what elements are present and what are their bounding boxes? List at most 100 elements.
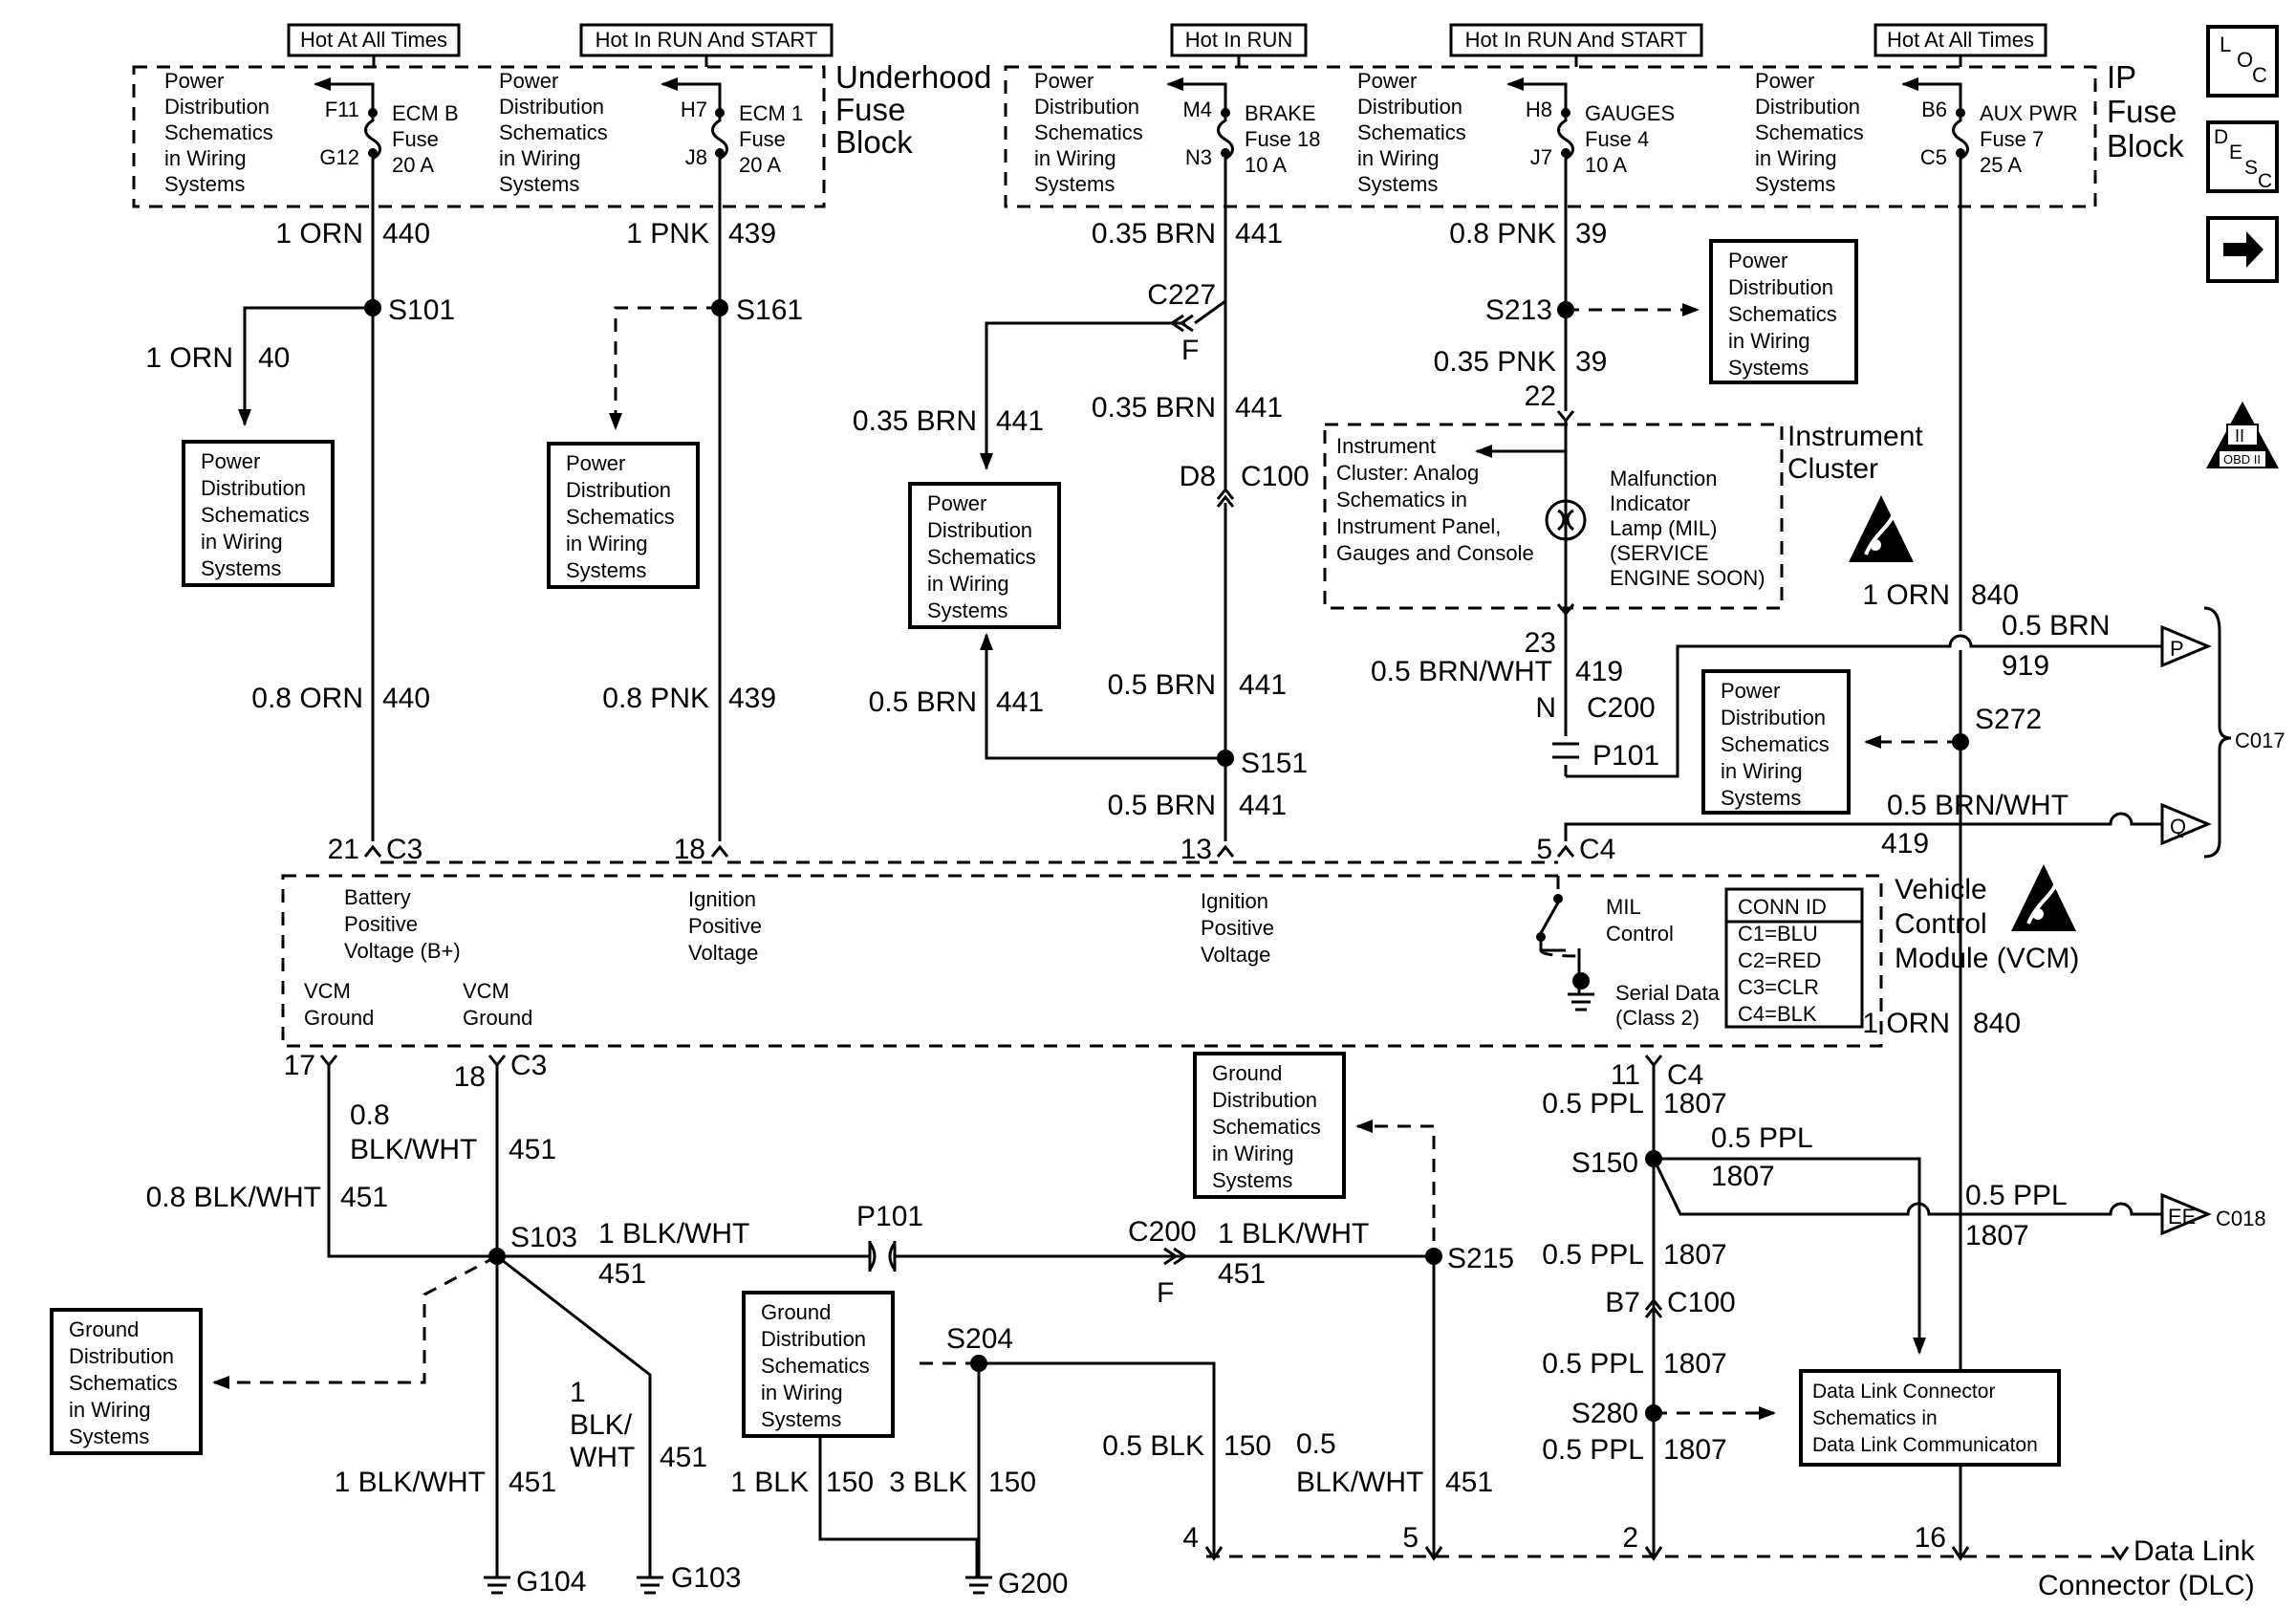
connector-p5a: 5 [1536,834,1552,865]
splice-s150: S150 [1571,1147,1638,1179]
wire-451f-1: 1 [570,1377,586,1408]
splice-s204: S204 [946,1323,1013,1355]
wire-w441_m3-size: 0.5 BRN [1108,790,1216,821]
wire-w1807_f-circuit: 1807 [1663,1434,1727,1466]
vcm-ign1-1: Ignition [688,887,756,911]
fuse-block-pd-2-2: Distribution [499,95,604,119]
ground-g104: G104 [516,1566,586,1598]
wire-w441_l2-size: 0.5 BRN [869,686,977,718]
ip-fuse-block: IP Fuse Block [1004,59,2184,208]
fuse-4-label-2: Fuse 4 [1585,127,1649,151]
vcm-mil-control-2: Control [1606,922,1674,946]
wires [212,163,2162,1577]
ground-dist-box-2-1: Ground [761,1300,831,1324]
wire-w440_top-circuit: 440 [382,218,430,250]
power-dist-box-5-1: Power [1721,679,1780,703]
splice-s213: S213 [1485,294,1552,326]
wire-w39_top-circuit: 39 [1575,218,1607,250]
wire-w441_m2-circuit: 441 [1239,669,1287,701]
wire-919-circuit: 919 [2002,650,2049,682]
connector-p13: 13 [1180,834,1212,865]
wire-w150_c-size: 0.5 BLK [1102,1430,1204,1462]
power-dist-box-4-3: Schematics [1728,302,1837,326]
desc-e: E [2229,141,2242,163]
fuse-block-pd-5-2: Distribution [1755,95,1860,119]
fuse-5-label-2: Fuse 7 [1980,127,2044,151]
ground-dist-box-1-3: Schematics [69,1371,178,1395]
vcm-gnd2-1: VCM [463,979,509,1003]
wire-w440_mid-circuit: 440 [382,683,430,714]
connector-c200: C200 [1587,692,1656,724]
power-dist-box-5-5: Systems [1721,786,1801,810]
fuse-block-pd-5-4: in Wiring [1755,146,1837,170]
vcm-gnd1-1: VCM [304,979,351,1003]
vcm-ign2-2: Positive [1201,916,1274,940]
label-hot-all-times-1: Hot At All Times [300,28,447,52]
splice-s161: S161 [736,294,803,326]
connector-c3_b: C3 [510,1050,547,1081]
loc-icon[interactable]: L O C [2206,25,2279,98]
cluster-mil-4: (SERVICE [1610,541,1709,565]
power-dist-box-4-4: in Wiring [1728,329,1810,353]
fuse-block-pd-4-2: Distribution [1357,95,1462,119]
wire-1807b-size: 0.5 PPL [1711,1122,1813,1154]
conn-id-2: C1=BLU [1738,922,1818,946]
fuse-block-pd-4-4: in Wiring [1357,146,1440,170]
wire-451g-1: 0.5 [1296,1428,1336,1460]
cluster-analog-5: Gauges and Console [1336,541,1534,565]
connector-conn_q: Q [2170,815,2186,838]
wire-w441_left-size: 0.35 BRN [853,405,977,437]
connector-p16: 16 [1915,1522,1946,1554]
connector-p22: 22 [1525,381,1556,412]
wire-451a-circuit: 451 [509,1134,556,1165]
fuse-4-pin-top: H8 [1526,98,1552,121]
fuse-2-label-1: ECM 1 [739,101,803,125]
underhood-fuse-block: Underhood Fuse Block [132,59,991,208]
conn-id-3: C2=RED [1738,948,1821,972]
wire-451c-size: 1 BLK/WHT [598,1218,749,1250]
connector-c4_a: C4 [1579,834,1615,865]
nav-icons[interactable]: L O C D E S C II OBD II [2206,25,2279,468]
wire-w441_top-circuit: 441 [1235,218,1283,250]
loc-l: L [2220,33,2231,56]
splice-s272: S272 [1975,704,2042,735]
vcm-mil-control-1: MIL [1606,895,1641,919]
connector-b7: B7 [1605,1287,1640,1318]
splice-s215: S215 [1447,1243,1514,1274]
power-dist-box-4-2: Distribution [1728,275,1833,299]
ground-dist-box-3-5: Systems [1212,1168,1292,1192]
ground-dist-box-2-3: Schematics [761,1354,870,1378]
desc-icon[interactable]: D E S C [2206,120,2279,193]
power-dist-box-2-5: Systems [566,558,646,582]
power-dist-box-1-3: Schematics [201,503,310,527]
wire-w1807_d-size: 0.5 PPL [1542,1239,1644,1271]
power-dist-box-2-2: Distribution [566,478,671,502]
cluster-title-1: Instrument [1787,421,1923,452]
vcm-title-1: Vehicle [1895,874,1987,905]
wire-w1807_a-size: 0.5 PPL [1542,1088,1644,1120]
ground-symbols [484,992,1594,1595]
wire-451d-size: 1 BLK/WHT [1218,1218,1369,1250]
cluster-mil-5: ENGINE SOON) [1610,566,1765,590]
label-hot-all-times-2: Hot At All Times [1887,28,2034,52]
power-dist-box-1-5: Systems [201,556,281,580]
next-arrow-icon[interactable] [2206,216,2279,283]
wire-w441_left-circuit: 441 [996,405,1044,437]
wire-919-size: 0.5 BRN [2002,610,2110,642]
obd-text: OBD II [2223,452,2261,467]
cluster-mil-1: Malfunction [1610,467,1718,490]
label-hot-run-start-1: Hot In RUN And START [596,28,818,52]
wire-w439_top-size: 1 PNK [626,218,709,250]
fuse-3-label-2: Fuse 18 [1245,127,1321,151]
wire-w1807_d-circuit: 1807 [1663,1239,1727,1271]
ground-dist-box-3-3: Schematics [1212,1115,1321,1139]
ground-dist-box-2-4: in Wiring [761,1381,843,1404]
wire-451c-circuit: 451 [598,1258,646,1290]
cluster-analog-4: Instrument Panel, [1336,514,1501,538]
power-dist-box-2-4: in Wiring [566,532,648,555]
wire-1807b-circuit: 1807 [1711,1161,1775,1192]
underhood-label-3: Block [835,124,913,160]
fuse-1-pin-bottom: G12 [319,145,359,169]
